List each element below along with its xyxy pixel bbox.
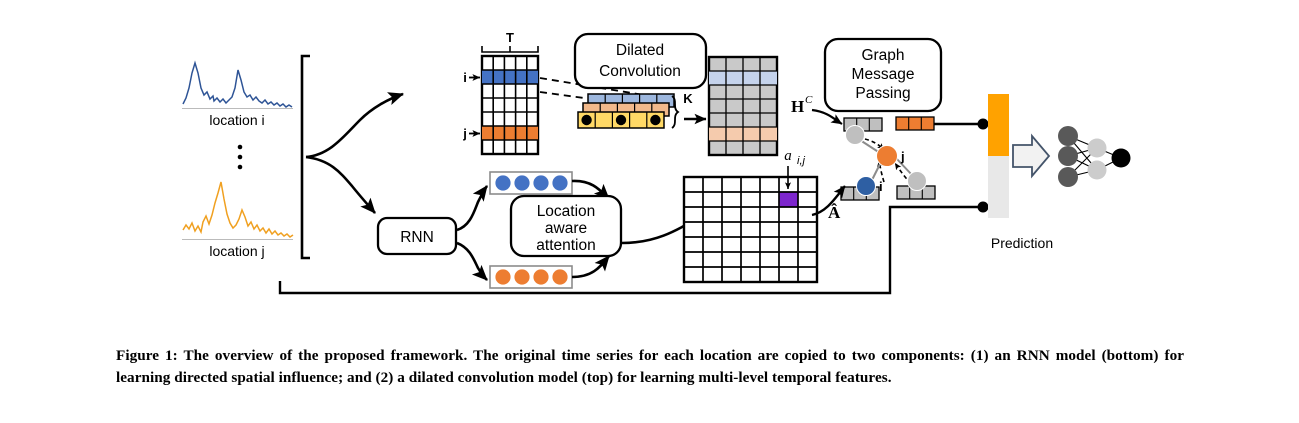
graph-message-passing-box[interactable]: Graph Message Passing (823, 37, 943, 113)
input-split-arrows (305, 92, 404, 214)
timeseries-location-j: location j (182, 181, 294, 259)
mlp-node-hidden1 (1058, 167, 1078, 187)
dilation-dot (581, 114, 592, 126)
mlp-node-hidden1 (1058, 146, 1078, 166)
rnn-vector-i (489, 171, 573, 195)
conv-guide-dashed-lines (539, 77, 651, 108)
input-bracket (300, 54, 310, 260)
series-ellipsis (237, 144, 243, 170)
input-matrix: T i j (462, 30, 540, 156)
prediction-label: Prediction (991, 235, 1053, 251)
input-row-j-label: j (462, 126, 467, 141)
rnn-label: RNN (400, 229, 434, 246)
dilation-dot (615, 114, 627, 126)
mlp-node-output (1111, 148, 1131, 168)
hc-to-graph-arrow (811, 108, 843, 125)
mlp-node-hidden1 (1058, 126, 1078, 146)
rnn-box[interactable]: RNN (376, 216, 458, 256)
connector-dot-bottom (977, 201, 989, 213)
graph-node-i-label: i (879, 179, 883, 194)
connector-dot-top (977, 118, 989, 130)
graph-node-i (856, 176, 876, 196)
location-aware-attention-box[interactable]: Location aware attention (509, 194, 623, 258)
mlp-node-hidden2 (1087, 138, 1107, 158)
gmp-label-line2: Message (852, 66, 915, 83)
framework-diagram: location i location j (182, 30, 1131, 295)
a-ij-symbol: a (784, 148, 792, 164)
figure-caption: Figure 1: The overview of the proposed f… (116, 347, 1184, 386)
graph-node-neighbor-2 (907, 171, 927, 191)
prediction-block-arrow (1012, 133, 1051, 179)
attention-label-line1: Location (537, 203, 596, 220)
dilated-conv-label-line2: Convolution (599, 63, 681, 80)
prediction-mlp (1058, 126, 1131, 187)
hc-label: H (791, 97, 804, 116)
kernel-layer-yellow (577, 111, 665, 129)
a-ij-cell-label: a i,j (784, 148, 806, 190)
kernel-K-brace: K (671, 91, 693, 129)
timeseries-i-label: location i (209, 112, 264, 128)
hc-matrix: H C (707, 55, 813, 157)
dilated-conv-label-line1: Dilated (616, 42, 664, 59)
kernel-K-label: K (683, 91, 693, 106)
dilation-dot (650, 114, 661, 126)
gmp-label-line1: Graph (861, 47, 904, 64)
T-label: T (506, 30, 514, 45)
hc-superscript: C (805, 94, 813, 106)
message-passing-graph: j i (811, 116, 936, 217)
rnn-vector-j (489, 265, 573, 289)
mlp-node-hidden2 (1087, 160, 1107, 180)
attention-label-line3: attention (536, 237, 595, 254)
graph-node-j (876, 145, 898, 167)
hc-matrix-label: H C (791, 94, 813, 116)
prediction-module: Prediction (988, 94, 1131, 251)
a-ij-subscript: i,j (797, 155, 806, 167)
timeseries-location-i: location i (182, 60, 293, 128)
attention-matrix: a i,j Â (682, 148, 841, 284)
rnn-output-arrows (456, 185, 489, 281)
graph-node-j-label: j (900, 149, 905, 164)
prediction-connectors (278, 118, 989, 295)
dilated-convolution-box[interactable]: Dilated Convolution (573, 32, 708, 90)
prediction-bar-orange (988, 94, 1009, 156)
graph-node-neighbor-1 (845, 125, 865, 145)
attention-label-line2: aware (545, 220, 587, 237)
input-series-group: location i location j (182, 54, 310, 260)
graph-chip-node-j (895, 116, 935, 131)
timeseries-j-label: location j (209, 243, 264, 259)
a-hat-matrix-label: Â (828, 203, 841, 222)
gmp-label-line3: Passing (855, 85, 910, 102)
dilated-kernel-stack: K (577, 91, 707, 129)
prediction-bar-gray (988, 156, 1009, 218)
input-row-i-label: i (463, 70, 467, 85)
